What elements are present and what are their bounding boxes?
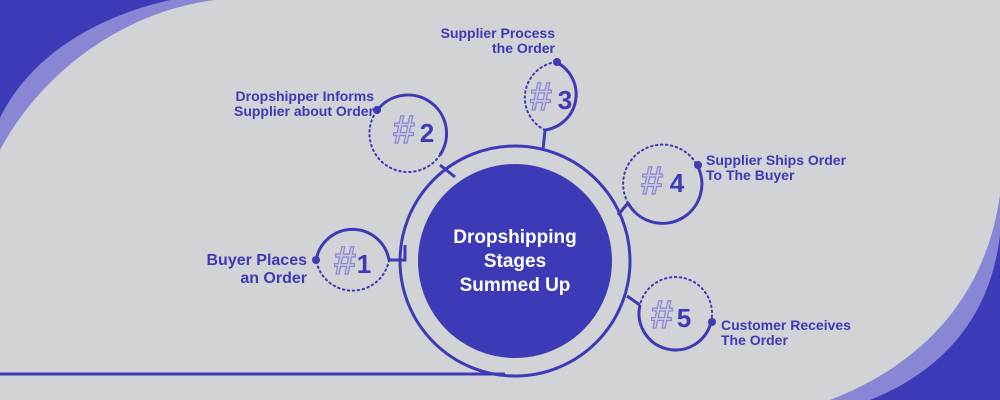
corner-wave-bottom-right (830, 195, 1000, 400)
stage-3-node (523, 58, 578, 132)
stage-2-node (368, 93, 448, 173)
stage-3-label: Supplier Process the Order (405, 26, 555, 56)
stage-1-label-line-2: an Order (240, 270, 307, 287)
stage-4-hash-icon: # (641, 159, 663, 203)
stage-2-hash-icon: # (393, 108, 415, 152)
stage-1-dot (312, 256, 320, 264)
stage-4-node (622, 143, 704, 225)
center-title-line-3: Summed Up (459, 275, 571, 296)
connector-4 (616, 202, 630, 216)
stage-1-number: 1 (357, 249, 371, 279)
stage-2-number: 2 (420, 118, 434, 148)
stage-3-dot (553, 58, 561, 66)
stage-5-label: Customer Receives The Order (721, 318, 891, 348)
stage-2-label-line-1: Dropshipper Informs (235, 88, 374, 104)
stage-5-label-line-2: The Order (721, 332, 788, 348)
stage-4-label-line-2: To The Buyer (706, 167, 795, 183)
connector-2 (439, 163, 456, 179)
center-title-line-1: Dropshipping (453, 227, 577, 248)
stage-1-label-line-1: Buyer Places (206, 252, 307, 269)
stage-4-dot (694, 161, 702, 169)
stage-4-label-line-1: Supplier Ships Order (706, 152, 847, 168)
stage-3-label-line-2: the Order (491, 40, 555, 56)
stage-3-label-line-1: Supplier Process (440, 25, 555, 41)
stage-2-label: Dropshipper Informs Supplier about Order (200, 89, 374, 119)
center-title-line-2: Stages (483, 251, 547, 272)
stage-1-node (312, 227, 391, 292)
stage-4-number: 4 (670, 168, 685, 198)
center-title: Dropshipping Stages Summed Up (420, 226, 610, 298)
stage-5-node (637, 276, 716, 352)
stage-5-hash-icon: # (651, 293, 673, 337)
stage-5-number: 5 (677, 303, 691, 333)
corner-wave-top-left (0, 0, 215, 150)
connector-1 (389, 245, 407, 262)
stage-1-label: Buyer Places an Order (180, 252, 307, 288)
stage-5-dot (708, 318, 716, 326)
connector-3 (541, 129, 547, 151)
stage-3-number: 3 (558, 85, 572, 115)
stage-1-hash-icon: # (334, 239, 356, 283)
connector-5 (626, 294, 641, 307)
stage-2-dot (373, 106, 381, 114)
center-circle (418, 164, 612, 358)
stage-2-label-line-2: Supplier about Order (233, 103, 374, 119)
connectors (389, 129, 641, 307)
stage-5-label-line-1: Customer Receives (721, 317, 851, 333)
stage-3-hash-icon: # (530, 75, 552, 119)
stage-4-label: Supplier Ships Order To The Buyer (706, 153, 876, 183)
